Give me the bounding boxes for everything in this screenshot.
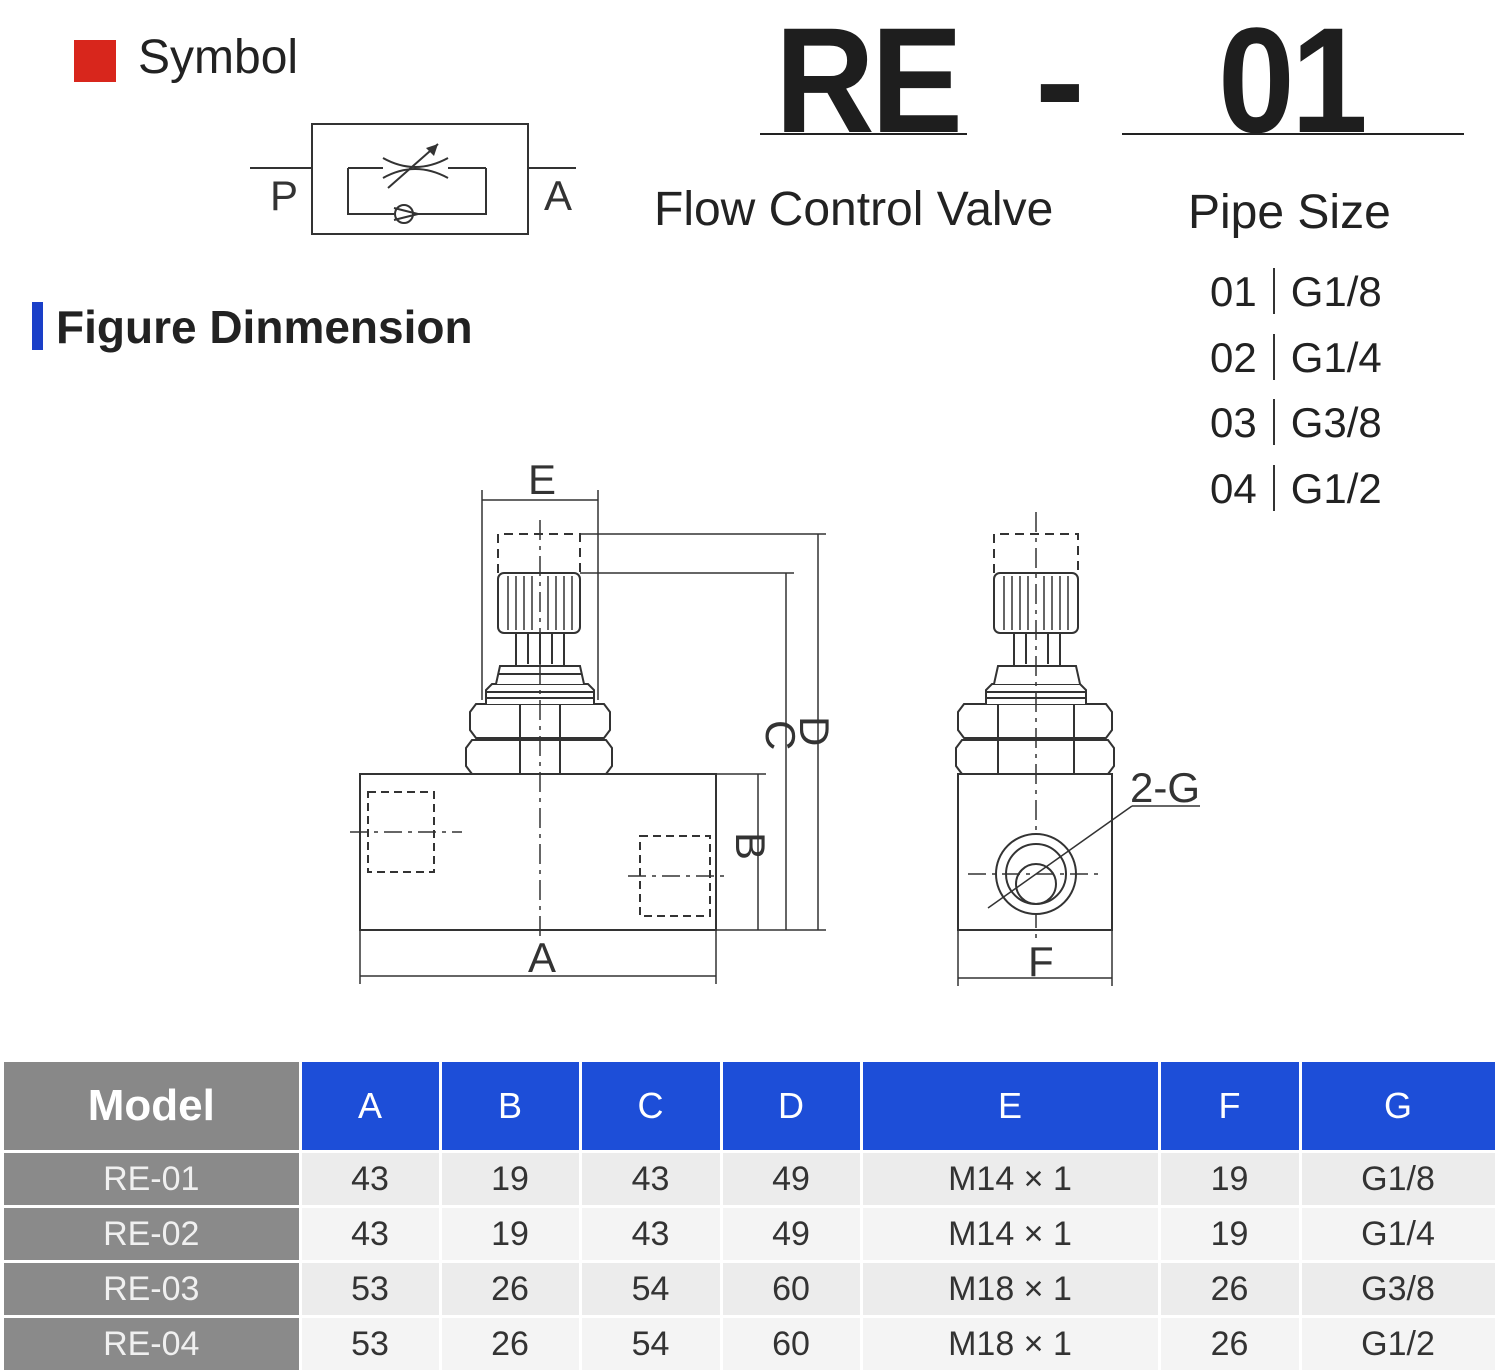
header-e: E xyxy=(861,1062,1159,1152)
cell-model: RE-01 xyxy=(4,1152,300,1207)
dim-label-g: 2-G xyxy=(1130,764,1200,811)
cell: 54 xyxy=(580,1262,721,1317)
series-underline xyxy=(760,133,967,135)
model-size-code: 01 xyxy=(1218,0,1364,167)
table-row: RE-04 53 26 54 60 M18 × 1 26 G1/2 xyxy=(4,1317,1496,1370)
cell: 19 xyxy=(1159,1152,1300,1207)
cell: 26 xyxy=(440,1262,580,1317)
pipe-size-title: Pipe Size xyxy=(1188,185,1391,240)
flow-control-symbol: P A xyxy=(248,118,588,243)
header-b: B xyxy=(440,1062,580,1152)
cell: 53 xyxy=(300,1262,440,1317)
cell: 26 xyxy=(1159,1262,1300,1317)
model-code-separator: - xyxy=(1035,0,1085,167)
header-g: G xyxy=(1300,1062,1496,1152)
cell: 19 xyxy=(1159,1207,1300,1262)
cell: M18 × 1 xyxy=(861,1262,1159,1317)
cell: 54 xyxy=(580,1317,721,1370)
table-header-row: Model A B C D E F G xyxy=(4,1062,1496,1152)
cell: M14 × 1 xyxy=(861,1152,1159,1207)
cell: 19 xyxy=(440,1152,580,1207)
dimension-drawing: E A B C D 2-G F xyxy=(0,440,1500,1000)
table-row: RE-02 43 19 43 49 M14 × 1 19 G1/4 xyxy=(4,1207,1496,1262)
cell: 43 xyxy=(300,1207,440,1262)
cell: 19 xyxy=(440,1207,580,1262)
spec-table: Model A B C D E F G RE-01 43 19 43 49 M1… xyxy=(4,1062,1498,1370)
cell: 53 xyxy=(300,1317,440,1370)
cell-model: RE-02 xyxy=(4,1207,300,1262)
header-f: F xyxy=(1159,1062,1300,1152)
cell: G1/8 xyxy=(1300,1152,1496,1207)
port-a-label: A xyxy=(544,172,572,219)
dim-label-b: B xyxy=(727,832,774,860)
cell: 43 xyxy=(580,1152,721,1207)
cell-model: RE-04 xyxy=(4,1317,300,1370)
cell: 49 xyxy=(721,1152,861,1207)
dim-label-e: E xyxy=(528,456,556,503)
model-series-code: RE xyxy=(775,0,959,167)
dim-label-a: A xyxy=(528,934,556,981)
cell: 43 xyxy=(300,1152,440,1207)
cell-model: RE-03 xyxy=(4,1262,300,1317)
figure-heading: Figure Dinmension xyxy=(56,300,473,354)
dim-label-d: D xyxy=(791,716,838,746)
cell: 49 xyxy=(721,1207,861,1262)
cell: G3/8 xyxy=(1300,1262,1496,1317)
cell: M14 × 1 xyxy=(861,1207,1159,1262)
cell: 26 xyxy=(440,1317,580,1370)
figure-marker xyxy=(32,302,43,350)
cell: 26 xyxy=(1159,1317,1300,1370)
header-a: A xyxy=(300,1062,440,1152)
cell: G1/4 xyxy=(1300,1207,1496,1262)
symbol-heading: Symbol xyxy=(138,30,298,85)
cell: 43 xyxy=(580,1207,721,1262)
dim-label-f: F xyxy=(1028,938,1054,985)
cell: 60 xyxy=(721,1262,861,1317)
cell: M18 × 1 xyxy=(861,1317,1159,1370)
cell: 60 xyxy=(721,1317,861,1370)
header-c: C xyxy=(580,1062,721,1152)
header-model: Model xyxy=(4,1062,300,1152)
port-p-label: P xyxy=(270,172,298,219)
symbol-marker xyxy=(74,40,116,82)
header-d: D xyxy=(721,1062,861,1152)
table-row: RE-03 53 26 54 60 M18 × 1 26 G3/8 xyxy=(4,1262,1496,1317)
cell: G1/2 xyxy=(1300,1317,1496,1370)
table-row: RE-01 43 19 43 49 M14 × 1 19 G1/8 xyxy=(4,1152,1496,1207)
product-title: Flow Control Valve xyxy=(654,182,1053,237)
size-underline xyxy=(1122,133,1464,135)
